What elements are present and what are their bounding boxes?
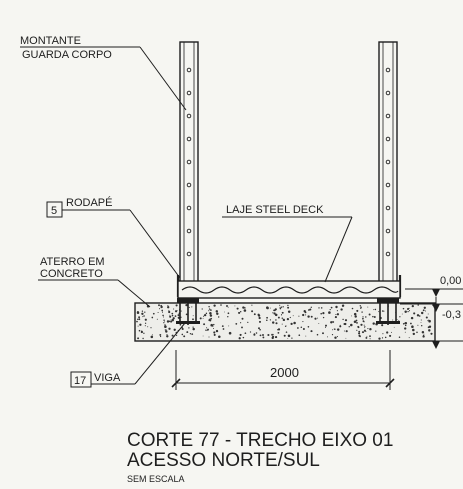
bolt-hole (385, 205, 391, 211)
level-top-text: 0,00 (440, 275, 461, 287)
bolt-hole (385, 136, 391, 142)
level-marker-top: 0,00 (405, 275, 463, 305)
bolt-hole (385, 113, 391, 119)
beam-right (376, 298, 400, 325)
bolt-hole (186, 251, 192, 257)
bolt-hole (385, 90, 391, 96)
label-montante-text: MONTANTE (20, 35, 81, 47)
label-viga: 17 VIGA (70, 322, 186, 388)
bolt-hole (186, 205, 192, 211)
bolt-hole (385, 228, 391, 234)
guardrail-post-right (378, 41, 398, 291)
guardrail-post-left (179, 41, 199, 291)
bolt-hole (186, 90, 192, 96)
label-aterro-line1: ATERRO EM (40, 256, 105, 268)
bolt-hole (186, 228, 192, 234)
label-guarda-corpo-text: GUARDA CORPO (22, 49, 112, 61)
bolt-hole (186, 67, 192, 73)
label-viga-number: 17 (74, 375, 86, 387)
bolt-hole (385, 182, 391, 188)
label-laje-text: LAJE STEEL DECK (226, 204, 324, 216)
bolt-hole (385, 251, 391, 257)
title-scale: SEM ESCALA (127, 474, 185, 484)
bolt-hole (385, 159, 391, 165)
bolt-hole (385, 67, 391, 73)
label-montante: MONTANTE GUARDA CORPO (20, 35, 187, 111)
level-marker-bottom: -0,3 (400, 303, 463, 349)
label-viga-text: VIGA (94, 372, 121, 384)
steel-deck-slab (177, 280, 401, 299)
label-laje: LAJE STEEL DECK (222, 204, 353, 283)
label-aterro-line2: CONCRETO (40, 268, 103, 280)
dimension-span-text: 2000 (270, 365, 299, 380)
bolt-hole (186, 182, 192, 188)
bolt-hole (186, 136, 192, 142)
level-bottom-text: -0,3 (442, 309, 461, 321)
dimension-span: 2000 (171, 350, 395, 390)
title-line2: ACESSO NORTE/SUL (127, 450, 320, 471)
label-rodape-number: 5 (51, 205, 57, 217)
label-rodape: 5 RODAPÉ (46, 196, 181, 279)
label-rodape-text: RODAPÉ (66, 196, 112, 209)
title-block: CORTE 77 - TRECHO EIXO 01 ACESSO NORTE/S… (127, 430, 393, 484)
label-aterro: ATERRO EM CONCRETO (38, 256, 151, 308)
bolt-hole (186, 113, 192, 119)
beam-left (176, 298, 200, 325)
title-line1: CORTE 77 - TRECHO EIXO 01 (127, 430, 393, 451)
bolt-hole (186, 159, 192, 165)
